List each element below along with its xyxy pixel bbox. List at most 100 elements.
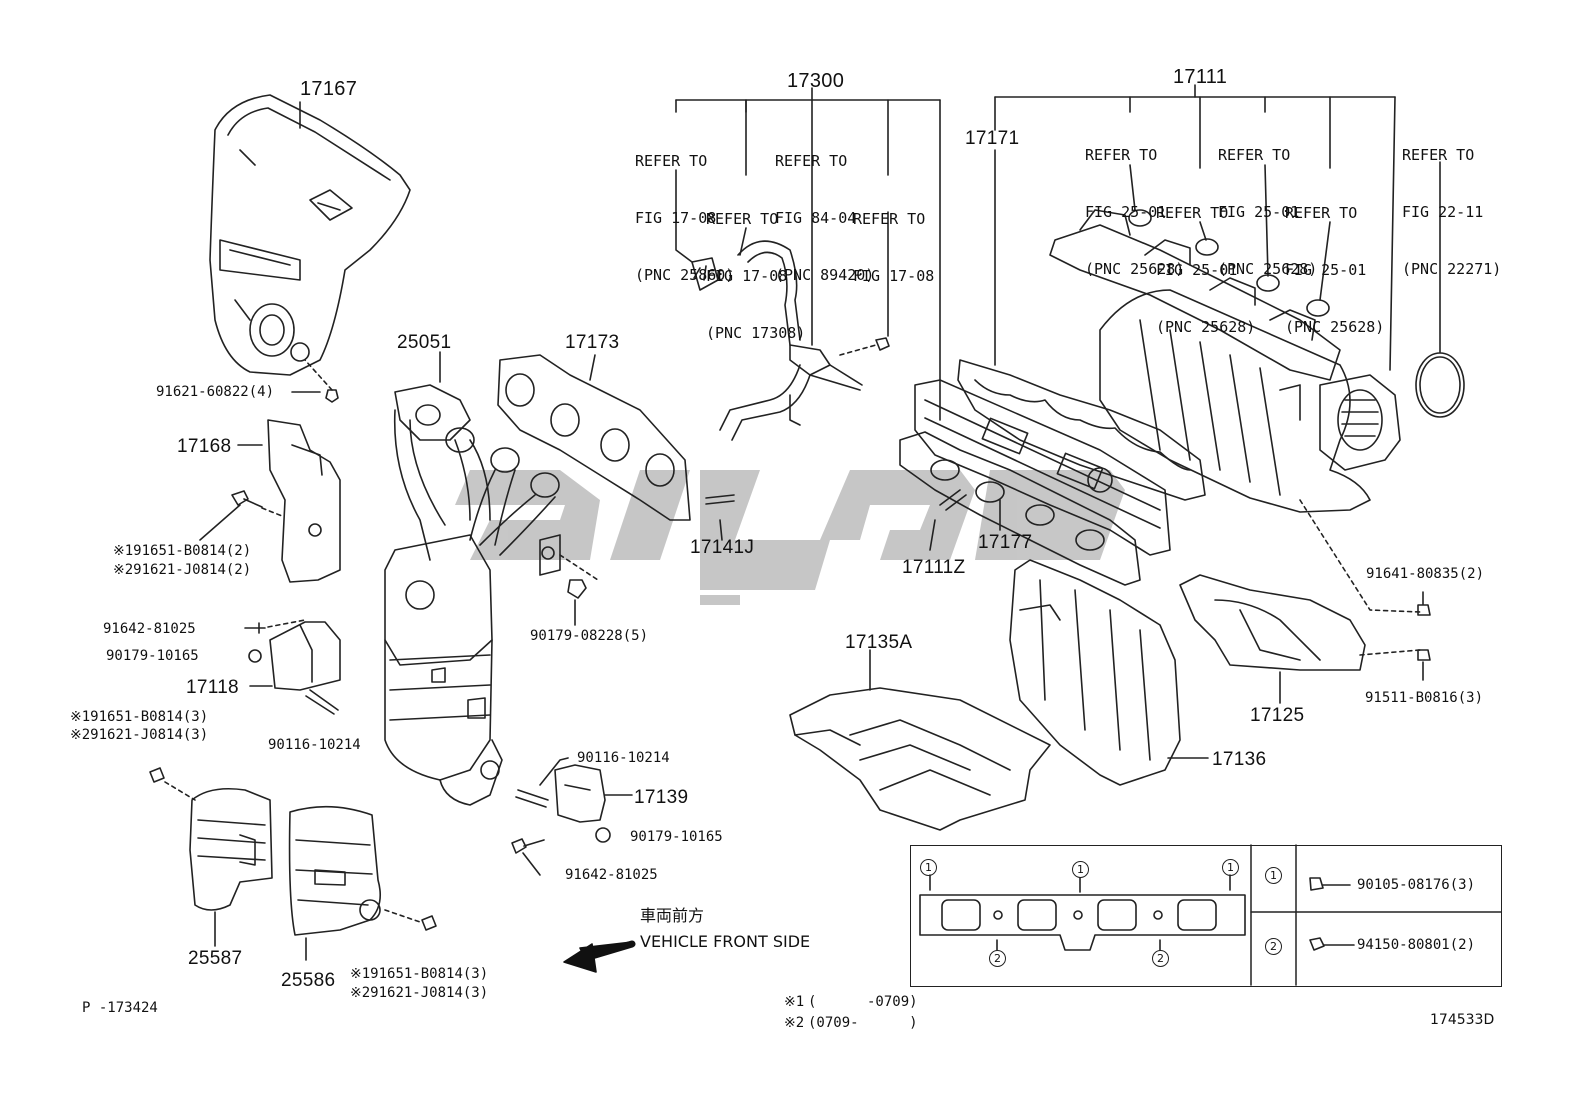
ref-line: REFER TO — [853, 210, 926, 228]
stud-90116-10214b — [515, 789, 549, 808]
label-17136[interactable]: 17136 — [1212, 749, 1267, 770]
label-17125[interactable]: 17125 — [1250, 705, 1305, 726]
bolt-91641-80835 — [1417, 591, 1431, 616]
label-90179-10165-b[interactable]: 90179-10165 — [630, 829, 723, 845]
page-reference: P -173424 — [82, 1000, 158, 1016]
watermark — [455, 470, 1125, 605]
table-bolt-1 — [1309, 877, 1351, 891]
ref-fig-17-08-pnc-17308[interactable]: REFER TO FIG 17-08 (PNC 17308) — [706, 172, 805, 362]
ref-fig-25-01-d[interactable]: REFER TO FIG 25-01 (PNC 25628) — [1285, 166, 1384, 356]
label-17300[interactable]: 17300 — [787, 70, 845, 92]
ref-line: FIG 84-04 — [775, 209, 857, 227]
table-part-90105-08176[interactable]: 90105-08176(3) — [1357, 877, 1476, 893]
ref-line: (PNC 25628) — [1156, 318, 1256, 336]
label-191651-B0814-c[interactable]: ※191651-B0814(3) — [350, 966, 489, 982]
footnote-1-mark: ※1 — [784, 994, 805, 1010]
bolt-191651-b — [149, 767, 165, 783]
ref-line: (PNC 22271) — [1402, 260, 1502, 278]
label-25051[interactable]: 25051 — [397, 332, 452, 353]
label-17171[interactable]: 17171 — [965, 128, 1020, 149]
bolt-191651-c — [421, 915, 437, 931]
label-17167[interactable]: 17167 — [300, 78, 358, 100]
part-17111-intake-manifold — [1049, 209, 1401, 513]
ref-line: REFER TO — [775, 152, 848, 170]
ref-line: REFER TO — [706, 210, 779, 228]
label-17168[interactable]: 17168 — [177, 436, 232, 457]
label-191651-B0814-a[interactable]: ※191651-B0814(2) — [113, 543, 252, 559]
part-25587-insulator — [189, 787, 273, 911]
label-25587[interactable]: 25587 — [188, 948, 243, 969]
footnote-1-range: ( -0709) — [808, 994, 918, 1010]
ref-line: (PNC 25860) — [635, 266, 735, 284]
label-17139[interactable]: 17139 — [634, 787, 689, 808]
table-marker-1-c: 1 — [1222, 859, 1239, 876]
label-17141J[interactable]: 17141J — [690, 537, 755, 558]
table-key-marker-1: 1 — [1265, 867, 1282, 884]
label-91641-80835[interactable]: 91641-80835(2) — [1366, 566, 1485, 582]
gasket-bolt-table — [910, 845, 1502, 987]
ref-fig-22-11-pnc-22271[interactable]: REFER TO FIG 22-11 (PNC 22271) — [1402, 108, 1501, 298]
footnote-2-mark: ※2 — [784, 1015, 805, 1031]
part-17167-heat-insulator — [209, 94, 411, 376]
ref-fig-25-01-b[interactable]: REFER TO FIG 25-01 (PNC 25628) — [1156, 166, 1255, 356]
ref-line: (PNC 89420) — [775, 266, 875, 284]
label-17135A[interactable]: 17135A — [845, 632, 913, 653]
bolt-191651-a — [231, 490, 263, 508]
label-90179-08228[interactable]: 90179-08228(5) — [530, 628, 649, 644]
label-90116-10214-b[interactable]: 90116-10214 — [577, 750, 670, 766]
ref-fig-17-08[interactable]: REFER TO FIG 17-08 — [853, 172, 934, 305]
label-91621-60822[interactable]: 91621-60822(4) — [156, 384, 275, 400]
label-291621-J0814-c[interactable]: ※291621-J0814(3) — [350, 985, 489, 1001]
label-91511-B0816[interactable]: 91511-B0816(3) — [1365, 690, 1484, 706]
bolt-91511-B0816 — [1417, 649, 1431, 681]
nut-90179-08228 — [567, 579, 587, 599]
ref-line: REFER TO — [1156, 204, 1229, 222]
part-17171-gasket — [957, 359, 1206, 501]
table-marker-2-a: 2 — [989, 950, 1006, 967]
leader-frame-17300 — [675, 87, 941, 421]
label-90116-10214-a[interactable]: 90116-10214 — [268, 737, 361, 753]
table-gasket-drawing — [919, 874, 1246, 951]
part-17139-bracket — [554, 764, 606, 823]
label-191651-B0814-b[interactable]: ※191651-B0814(3) — [70, 709, 209, 725]
ref-line: REFER TO — [1402, 146, 1475, 164]
footnote-2-range: (0709- ) — [808, 1015, 918, 1031]
ref-line: REFER TO — [1285, 204, 1358, 222]
label-90179-10165-a[interactable]: 90179-10165 — [106, 648, 199, 664]
label-17173[interactable]: 17173 — [565, 332, 620, 353]
table-part-94150-80801[interactable]: 94150-80801(2) — [1357, 937, 1476, 953]
ref-fig-25-01-a[interactable]: REFER TO FIG 25-01 (PNC 25628) — [1085, 108, 1184, 298]
ref-line: FIG 22-11 — [1402, 203, 1484, 221]
bolt-91642-81025b — [511, 838, 545, 854]
stud-90116-10214a — [305, 689, 339, 715]
label-17111[interactable]: 17111 — [1173, 66, 1228, 88]
label-291621-J0814-a[interactable]: ※291621-J0814(2) — [113, 562, 252, 578]
table-marker-1-b: 1 — [1072, 861, 1089, 878]
diagram-id: 174533D — [1430, 1012, 1495, 1028]
label-91642-81025-b[interactable]: 91642-81025 — [565, 867, 658, 883]
part-17168-bracket — [267, 419, 341, 583]
ref-line: FIG 25-01 — [1285, 261, 1367, 279]
table-marker-1-a: 1 — [920, 859, 937, 876]
part-17173-gasket — [497, 354, 691, 521]
label-17177[interactable]: 17177 — [978, 532, 1033, 553]
ref-line: FIG 17-08 — [706, 267, 788, 285]
label-25586[interactable]: 25586 — [281, 970, 336, 991]
label-291621-J0814-b[interactable]: ※291621-J0814(3) — [70, 727, 209, 743]
nut-90179-10165b — [595, 827, 611, 843]
label-17111Z[interactable]: 17111Z — [902, 557, 966, 578]
vehicle-front-en: VEHICLE FRONT SIDE — [640, 932, 811, 951]
leader-frame-17111 — [994, 84, 1441, 371]
ref-fig-25-01-c[interactable]: REFER TO FIG 25-01 (PNC 25628) — [1218, 108, 1317, 298]
label-17118[interactable]: 17118 — [186, 677, 239, 698]
ref-fig-17-08-pnc-25860[interactable]: REFER TO FIG 17-08 (PNC 25860) — [635, 114, 734, 304]
part-17125-bracket — [1179, 574, 1366, 671]
ref-fig-84-04-pnc-89420[interactable]: REFER TO FIG 84-04 (PNC 89420) — [775, 114, 874, 304]
ref-line: (PNC 25628) — [1285, 318, 1385, 336]
ref-line: FIG 17-08 — [853, 267, 935, 285]
label-91642-81025-a[interactable]: 91642-81025 — [103, 621, 196, 637]
nut-90179-10165a — [248, 649, 262, 663]
ref-line: (PNC 25628) — [1218, 260, 1318, 278]
part-17177-spacer — [914, 379, 1171, 556]
part-25051-exhaust-manifold — [384, 384, 561, 806]
